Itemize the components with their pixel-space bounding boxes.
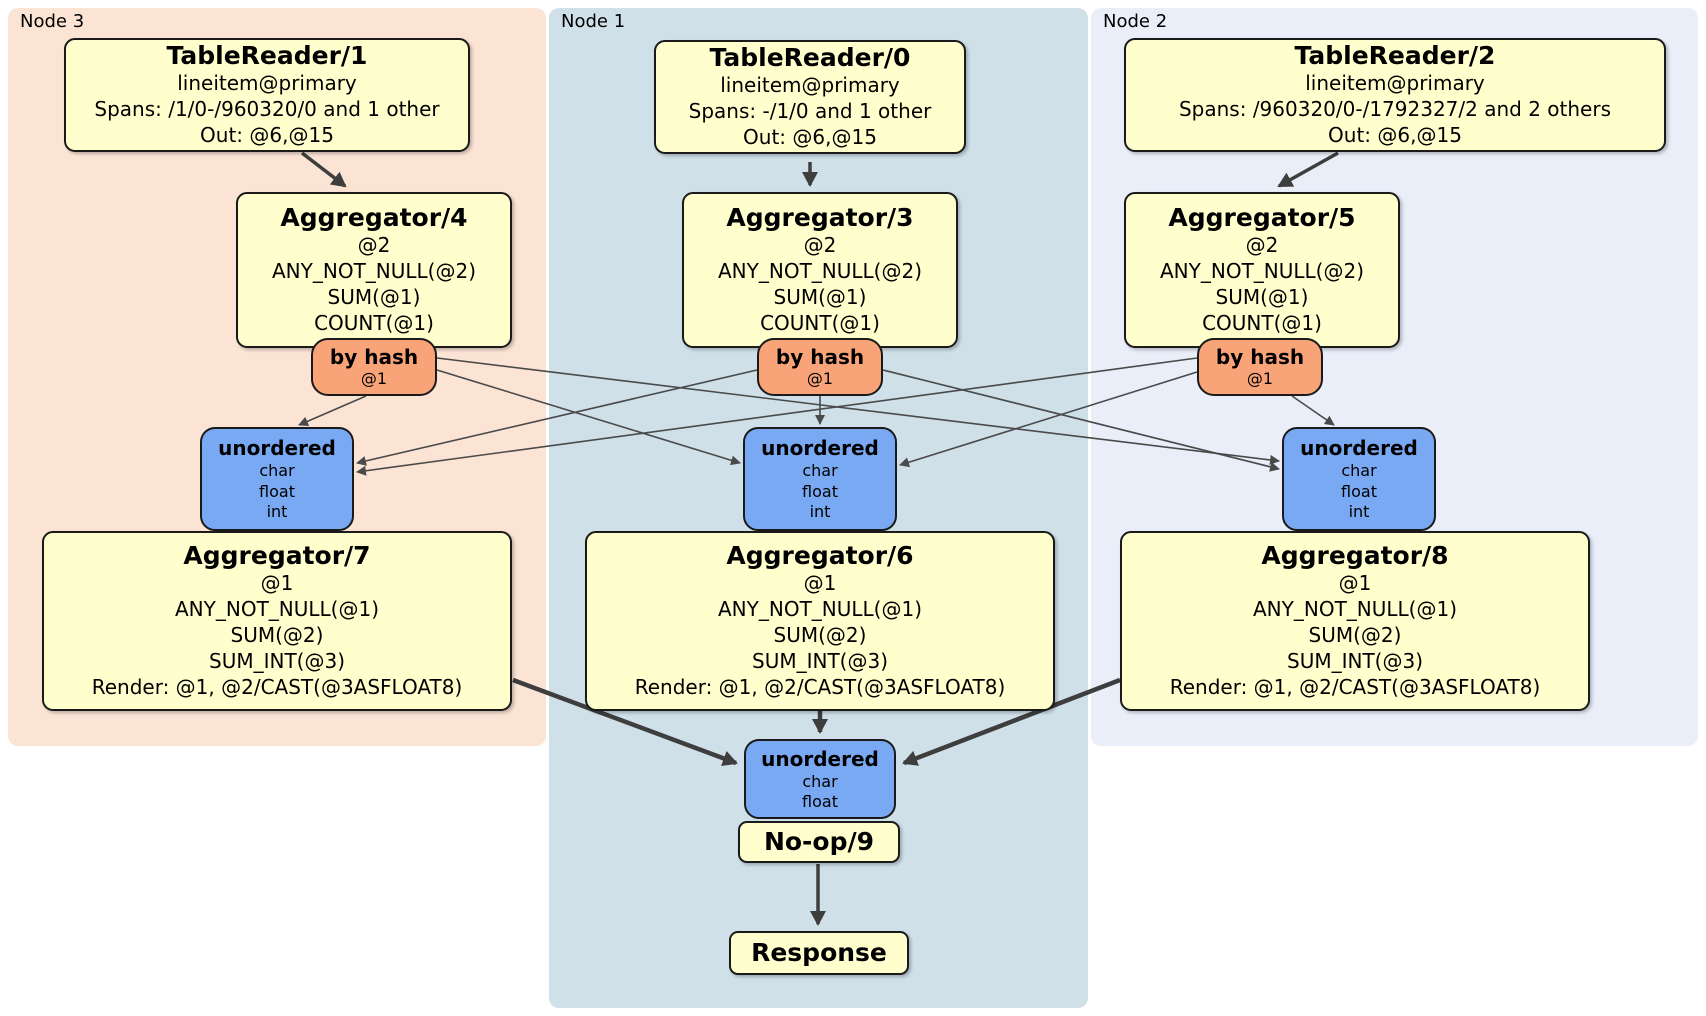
processor-title: Aggregator/4 <box>280 202 468 232</box>
aggregator-4-box: Aggregator/4 @2 ANY_NOT_NULL(@2) SUM(@1)… <box>236 192 512 348</box>
edge-r4-s6 <box>436 369 741 466</box>
edge-r5-s7 <box>356 357 1198 476</box>
unordered-sync-node3: unordered char float int <box>200 427 354 531</box>
aggregator-5-box: Aggregator/5 @2 ANY_NOT_NULL(@2) SUM(@1)… <box>1124 192 1400 348</box>
router-title: by hash <box>329 345 419 370</box>
tablereader-1-box: TableReader/1 lineitem@primary Spans: /1… <box>64 38 470 152</box>
sync-title: unordered <box>761 746 879 771</box>
aggregator-3-box: Aggregator/3 @2 ANY_NOT_NULL(@2) SUM(@1)… <box>682 192 958 348</box>
node3-label: Node 3 <box>20 11 85 32</box>
edge-tr2-agg5 <box>1277 151 1339 188</box>
aggregator-7-box: Aggregator/7 @1 ANY_NOT_NULL(@1) SUM(@2)… <box>42 531 512 711</box>
edge-r3-s8 <box>882 369 1280 472</box>
sync-title: unordered <box>218 436 336 461</box>
edge-r3-s7 <box>356 369 758 466</box>
sync-title: unordered <box>761 436 879 461</box>
edge-agg7-final <box>512 677 738 766</box>
node1-label: Node 1 <box>561 11 626 32</box>
response-box: Response <box>729 931 909 975</box>
processor-title: Aggregator/8 <box>1261 540 1449 570</box>
edge-tr1-agg4 <box>300 151 347 188</box>
by-hash-router-node2: by hash @1 <box>1197 338 1323 396</box>
processor-title: Aggregator/7 <box>183 540 371 570</box>
processor-title: TableReader/0 <box>709 42 911 72</box>
processor-title: No-op/9 <box>763 826 875 856</box>
by-hash-router-node3: by hash @1 <box>311 338 437 396</box>
edge-r5-s6 <box>899 371 1198 468</box>
processor-title: TableReader/1 <box>166 40 368 70</box>
router-title: by hash <box>775 345 865 370</box>
sync-title: unordered <box>1300 436 1418 461</box>
aggregator-8-box: Aggregator/8 @1 ANY_NOT_NULL(@1) SUM(@2)… <box>1120 531 1590 711</box>
node2-label: Node 2 <box>1103 11 1168 32</box>
edge-agg8-final <box>902 677 1121 766</box>
processor-title: TableReader/2 <box>1294 40 1496 70</box>
edge-r4-s8 <box>436 357 1280 465</box>
processor-title: Aggregator/5 <box>1168 202 1356 232</box>
unordered-sync-node1: unordered char float int <box>743 427 897 531</box>
processor-title: Aggregator/6 <box>726 540 914 570</box>
aggregator-6-box: Aggregator/6 @1 ANY_NOT_NULL(@1) SUM(@2)… <box>585 531 1055 711</box>
tablereader-2-box: TableReader/2 lineitem@primary Spans: /9… <box>1124 38 1666 152</box>
processor-title: Response <box>751 937 887 967</box>
by-hash-router-node1: by hash @1 <box>757 338 883 396</box>
edge-r4-s7 <box>298 395 367 427</box>
unordered-sync-final: unordered char float <box>744 739 896 819</box>
router-title: by hash <box>1215 345 1305 370</box>
tablereader-0-box: TableReader/0 lineitem@primary Spans: -/… <box>654 40 966 154</box>
unordered-sync-node2: unordered char float int <box>1282 427 1436 531</box>
processor-title: Aggregator/3 <box>726 202 914 232</box>
edge-r5-s8 <box>1291 395 1335 426</box>
noop-box: No-op/9 <box>738 821 900 863</box>
